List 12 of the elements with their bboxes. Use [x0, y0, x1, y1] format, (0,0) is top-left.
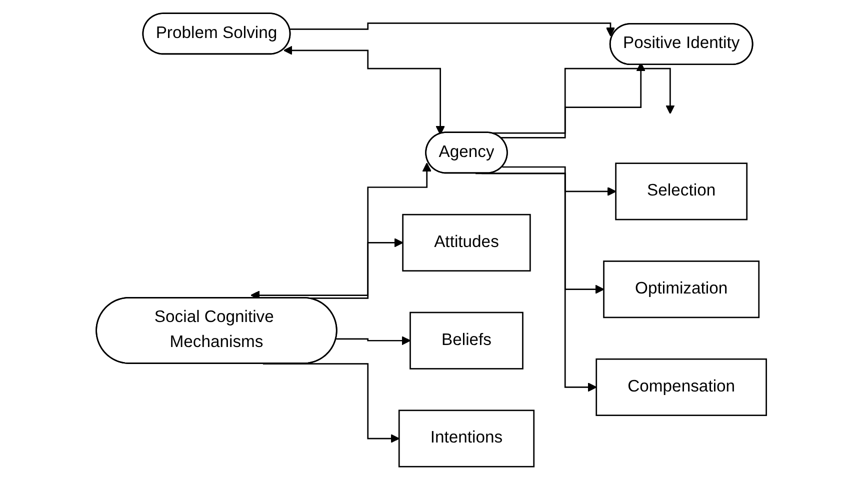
node-box: Optimization: [602, 260, 760, 318]
node-box: Attitudes: [402, 214, 531, 272]
arrow: [336, 336, 410, 346]
arrow: [475, 172, 596, 392]
arrow: [250, 162, 432, 300]
node-box: Selection: [614, 162, 748, 220]
node-box: Beliefs: [409, 312, 524, 370]
node-box: Intentions: [398, 410, 534, 468]
node-box: Compensation: [595, 358, 767, 416]
arrow: [290, 22, 615, 36]
arrow: [502, 166, 616, 196]
arrow: [283, 46, 445, 135]
